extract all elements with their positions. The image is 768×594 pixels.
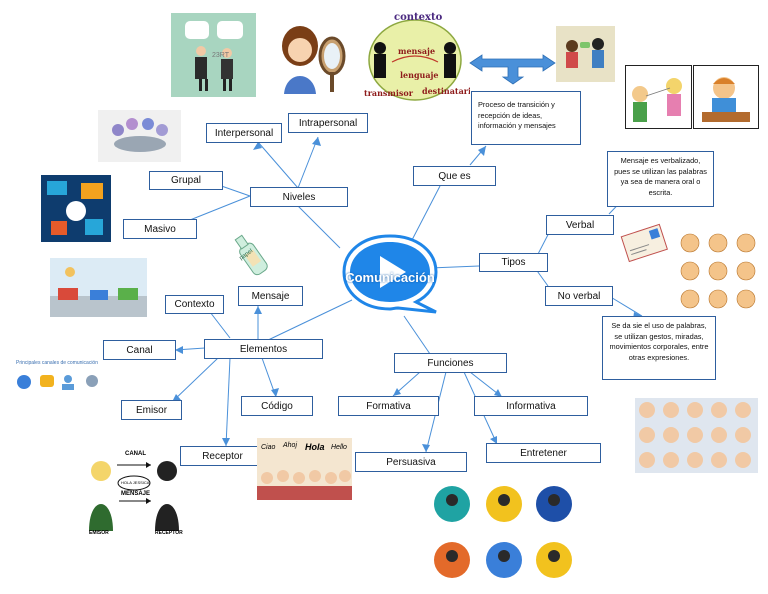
message-bottle-illustration: papel (229, 228, 271, 280)
transmisor-word: transmisor (364, 88, 413, 98)
informativa-node[interactable]: Informativa (474, 396, 588, 416)
contexto-node[interactable]: Contexto (165, 295, 224, 314)
mensaje-node[interactable]: Mensaje (238, 286, 303, 306)
string-phone-kids-illustration (625, 65, 692, 129)
center-title: Comunicación (345, 270, 435, 285)
masivo-node[interactable]: Masivo (123, 219, 197, 239)
emisor-diagram-label: EMISOR (89, 530, 109, 536)
conversation-illustration (556, 26, 615, 82)
mensaje-diagram-label: MENSAJE (121, 491, 151, 497)
mass-media-illustration (41, 175, 111, 242)
function-people-icons (430, 480, 580, 585)
lenguaje-word: lenguaje (400, 70, 439, 80)
avatar-grid-illustration (635, 398, 758, 473)
receptor-diagram-label: RECEPTOR (155, 530, 183, 536)
writing-child-illustration (693, 65, 759, 129)
channels-illustration: Principales canales de comunicación (10, 360, 110, 400)
greetings-crowd-illustration: Ciao Ahoj Hola Hello (257, 438, 352, 500)
channels-title: Principales canales de comunicación (16, 360, 98, 366)
greeting-2: Hola (305, 442, 325, 452)
speech-bubble-play-icon (342, 234, 438, 314)
receptor-node[interactable]: Receptor (180, 446, 265, 466)
tipos-node[interactable]: Tipos (479, 253, 548, 272)
persuasiva-node[interactable]: Persuasiva (355, 452, 467, 472)
canal-node[interactable]: Canal (103, 340, 176, 360)
definition-note: Proceso de transición y recepción de ide… (471, 91, 581, 145)
letter-illustration (620, 218, 668, 266)
mensaje-word: mensaje (398, 46, 436, 56)
greeting-0: Ciao (261, 444, 276, 451)
formativa-node[interactable]: Formativa (338, 396, 439, 416)
group-meeting-illustration (98, 110, 181, 162)
canal-diagram-label: CANAL (125, 451, 146, 457)
emisor-node[interactable]: Emisor (121, 400, 182, 420)
contexto-word: contexto (394, 12, 443, 23)
greeting-3: Hello (331, 444, 347, 451)
funciones-node[interactable]: Funciones (394, 353, 507, 373)
destinatario-word: destinatario (422, 86, 470, 96)
communication-model-illustration: contexto mensaje lenguaje transmisor des… (360, 10, 470, 105)
greeting-1: Ahoj (283, 442, 298, 449)
verbal-note: Mensaje es verbalizado, pues se utilizan… (607, 151, 714, 207)
no-verbal-note: Se da sie el uso de palabras, se utiliza… (602, 316, 716, 380)
niveles-node[interactable]: Niveles (250, 187, 348, 207)
que-es-node[interactable]: Que es (413, 166, 496, 186)
mirror-woman-illustration (276, 20, 348, 94)
codigo-node[interactable]: Código (241, 396, 313, 416)
street-context-illustration (50, 258, 147, 317)
entretener-node[interactable]: Entretener (486, 443, 601, 463)
verbal-node[interactable]: Verbal (546, 215, 614, 235)
interpersonal-node[interactable]: Interpersonal (206, 123, 282, 143)
sender-receiver-illustration: CANAL HOLA JESSICA MENSAJE EMISOR RECEPT… (85, 443, 185, 538)
bubble-text: HOLA JESSICA (121, 480, 150, 485)
emotion-faces-illustration (676, 231, 760, 311)
business-talk-illustration: 23RT (171, 13, 256, 97)
no-verbal-node[interactable]: No verbal (545, 286, 613, 306)
grupal-node[interactable]: Grupal (149, 171, 223, 190)
intrapersonal-node[interactable]: Intrapersonal (288, 113, 368, 133)
bubble-code-label: 23RT (212, 52, 229, 59)
elementos-node[interactable]: Elementos (204, 339, 323, 359)
